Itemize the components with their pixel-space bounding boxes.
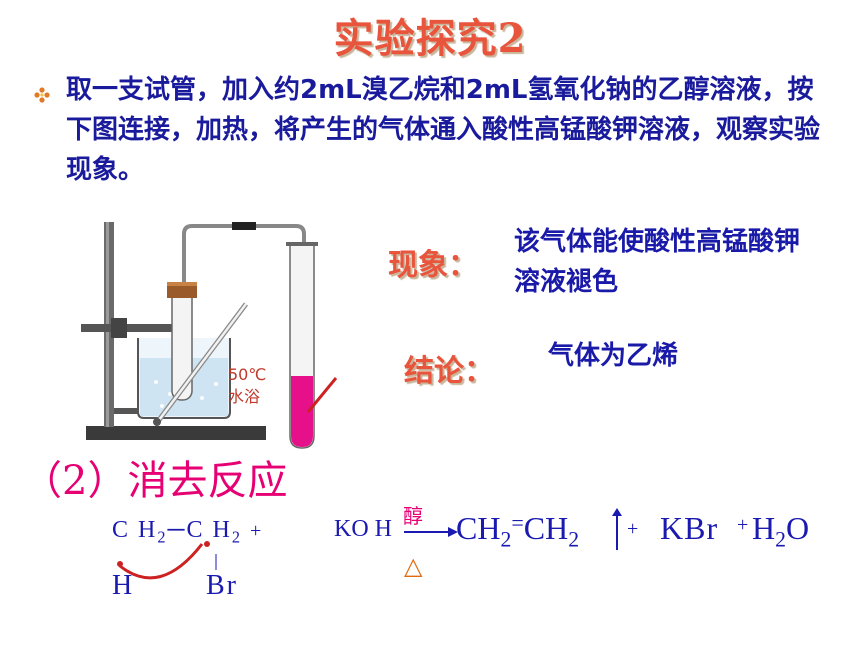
ethylene-formula: CH2=CH2 (456, 510, 579, 553)
slide-title: 实验探究2 (333, 15, 527, 62)
water-o: O (785, 510, 810, 546)
plus-sign-2: + (627, 518, 639, 540)
ethylene-double-bond: = (511, 510, 524, 536)
ethylene-ch-b: CH (523, 510, 569, 546)
ethylene-ch-a: CH (456, 510, 501, 546)
water-sub: 2 (775, 527, 786, 552)
koh-formula: KO H (334, 516, 392, 542)
conclusion-text: 气体为乙烯 (548, 341, 679, 371)
reaction-arrow-icon (404, 527, 458, 537)
reactant-formula: C H2─C H2 + (112, 517, 263, 548)
observation-label: 现象： (388, 248, 478, 283)
diamond-bullet-icon (34, 87, 50, 103)
reactant-sub-b: 2 (231, 527, 243, 547)
water-formula: H2O (752, 510, 809, 553)
ethylene-sub-b: 2 (568, 527, 580, 552)
br-atom: Br (206, 570, 238, 601)
condition-alcohol: 醇 (403, 504, 423, 528)
experiment-instructions: 取一支试管，加入约2mL溴乙烷和2mL氢氧化钠的乙醇溶液，按下图连接，加热，将产… (66, 75, 821, 185)
section-heading: （2）消去反应 (22, 458, 288, 504)
elimination-arrow-icon (117, 541, 217, 580)
condition-heat-icon: △ (404, 552, 423, 580)
bath-temp-label: 50℃ (228, 365, 266, 384)
plus-sign-3: + (737, 514, 749, 536)
gas-up-arrow-icon (612, 508, 622, 550)
reactant-ch2-a: C H (112, 517, 158, 543)
reactant-sub-a: 2 (157, 527, 168, 547)
plus-sign-1: + (250, 520, 264, 542)
observation-text: 该气体能使酸性高锰酸钾溶液褪色 (514, 227, 801, 297)
apparatus-illustration: 50℃ 水浴 (81, 222, 338, 449)
ethylene-sub-a: 2 (500, 527, 512, 552)
reactant-bond: ─ (167, 517, 187, 543)
conclusion-label: 结论： (404, 354, 494, 389)
h-atom: H (112, 570, 133, 601)
bath-name-label: 水浴 (228, 387, 260, 406)
water-h: H (752, 510, 776, 546)
kbr-formula: KBr (660, 510, 719, 546)
reactant-ch2-b: C H (186, 517, 232, 543)
